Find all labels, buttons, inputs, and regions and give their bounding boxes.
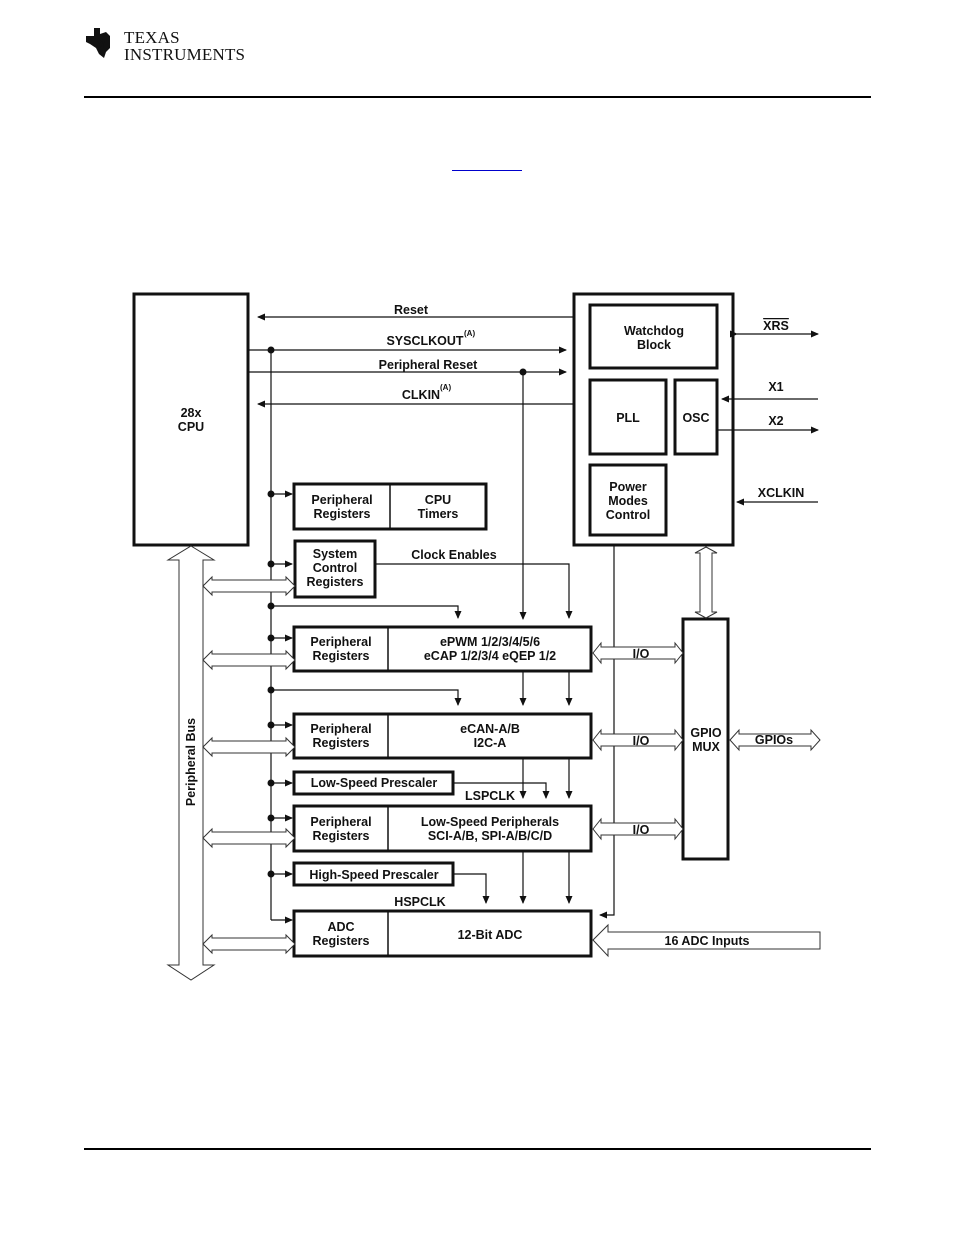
system-control-block: System Control Registers (293, 539, 377, 599)
hsp-prescaler-label: High-Speed Prescaler (309, 868, 438, 882)
lspclk-label: LSPCLK (465, 789, 515, 803)
sysctl-label-1: System (313, 547, 357, 561)
cpu-timers-regs-1: Peripheral (311, 493, 372, 507)
ecan-regs-2: Registers (313, 736, 370, 750)
gpio-mux-label-2: MUX (692, 740, 720, 754)
cpu-signals: Reset SYSCLKOUT (A) Peripheral Reset CLK… (248, 303, 574, 408)
ti-texas-logo-icon: ti (86, 28, 110, 58)
epwm-block: Peripheral Registers ePWM 1/2/3/4/5/6 eC… (292, 625, 593, 673)
power-label-1: Power (609, 480, 647, 494)
cpu-label-2: CPU (178, 420, 204, 434)
cpu-block: 28x CPU (132, 292, 250, 547)
io-buses: I/O I/O I/O GPIOs 16 ADC Inputs (592, 641, 821, 958)
ecan-block: Peripheral Registers eCAN-A/B I2C-A (292, 712, 593, 760)
lsp-name-1: Low-Speed Peripherals (421, 815, 559, 829)
header-rule (84, 96, 871, 98)
ecan-regs-1: Peripheral (310, 722, 371, 736)
pll-label: PLL (616, 411, 640, 425)
cpu-timers-regs-2: Registers (314, 507, 371, 521)
ecan-name-2: I2C-A (474, 736, 507, 750)
epwm-regs-2: Registers (313, 649, 370, 663)
high-speed-prescaler-block: High-Speed Prescaler (292, 861, 455, 887)
sysctl-label-2: Control (313, 561, 357, 575)
adc-regs-2: Registers (313, 934, 370, 948)
cpu-timers-block: Peripheral Registers CPU Timers (292, 482, 488, 531)
power-label-2: Modes (608, 494, 648, 508)
osc-label: OSC (682, 411, 709, 425)
lsp-regs-1: Peripheral (310, 815, 371, 829)
lsp-regs-2: Registers (313, 829, 370, 843)
logo-line2: Instruments (124, 45, 246, 64)
clkin-label: CLKIN (402, 388, 440, 402)
sysclkout-label: SYSCLKOUT (386, 334, 463, 348)
power-modes-block: Power Modes Control (588, 463, 668, 537)
watchdog-label-1: Watchdog (624, 324, 684, 338)
adc-inputs-label: 16 ADC Inputs (665, 934, 750, 948)
watchdog-label-2: Block (637, 338, 671, 352)
sysclkout-note: (A) (464, 329, 475, 338)
adc-name: 12-Bit ADC (458, 928, 523, 942)
x2-label: X2 (768, 414, 783, 428)
peripheral-bus: Peripheral Bus (166, 545, 296, 981)
adc-regs-1: ADC (327, 920, 354, 934)
ecan-name-1: eCAN-A/B (460, 722, 520, 736)
clock-enables-label: Clock Enables (411, 548, 496, 562)
epwm-regs-1: Peripheral (310, 635, 371, 649)
footer-rule (84, 1148, 871, 1150)
clock-gpio-bus (694, 546, 718, 619)
io-label-1: I/O (633, 647, 650, 661)
cpu-label-1: 28x (181, 406, 202, 420)
cpu-timers-name-1: CPU (425, 493, 451, 507)
watchdog-block: Watchdog Block (588, 303, 719, 370)
epwm-name-2: eCAP 1/2/3/4 eQEP 1/2 (424, 649, 556, 663)
power-label-3: Control (606, 508, 650, 522)
io-label-3: I/O (633, 823, 650, 837)
sysctl-label-3: Registers (307, 575, 364, 589)
ti-logo: ti Texas Instruments (84, 26, 245, 66)
gpios-label: GPIOs (755, 733, 793, 747)
clkin-note: (A) (440, 383, 451, 392)
xrs-label: XRS (763, 319, 789, 333)
lsp-prescaler-label: Low-Speed Prescaler (311, 776, 438, 790)
low-speed-peripherals-block: Peripheral Registers Low-Speed Periphera… (292, 804, 593, 853)
logo-line1: Texas (124, 28, 180, 47)
peripheral-bus-label: Peripheral Bus (184, 718, 198, 806)
gpio-mux-label-1: GPIO (690, 726, 722, 740)
gpio-mux-block: GPIO MUX (681, 617, 730, 861)
osc-block: OSC (673, 378, 719, 456)
svg-text:ti: ti (97, 37, 105, 51)
cpu-timers-name-2: Timers (418, 507, 459, 521)
xclkin-label: XCLKIN (758, 486, 805, 500)
hspclk-label: HSPCLK (394, 895, 445, 909)
logo-wordmark: Texas Instruments (124, 29, 245, 63)
reset-label: Reset (394, 303, 429, 317)
x1-label: X1 (768, 380, 783, 394)
sysclk-tree (267, 346, 527, 924)
clock-system-block: Watchdog Block PLL OSC Power Modes Contr… (572, 292, 735, 547)
lsp-name-2: SCI-A/B, SPI-A/B/C/D (428, 829, 552, 843)
peripheral-reset-label: Peripheral Reset (379, 358, 478, 372)
clock-enables: Clock Enables LSPCLK HSPCLK (375, 545, 615, 919)
low-speed-prescaler-block: Low-Speed Prescaler (292, 770, 455, 796)
figure-link[interactable] (452, 170, 522, 171)
pll-block: PLL (588, 378, 668, 456)
io-label-2: I/O (633, 734, 650, 748)
epwm-name-1: ePWM 1/2/3/4/5/6 (440, 635, 540, 649)
adc-block: ADC Registers 12-Bit ADC (292, 909, 593, 958)
external-pins: XRS X1 X2 XCLKIN (717, 319, 819, 506)
